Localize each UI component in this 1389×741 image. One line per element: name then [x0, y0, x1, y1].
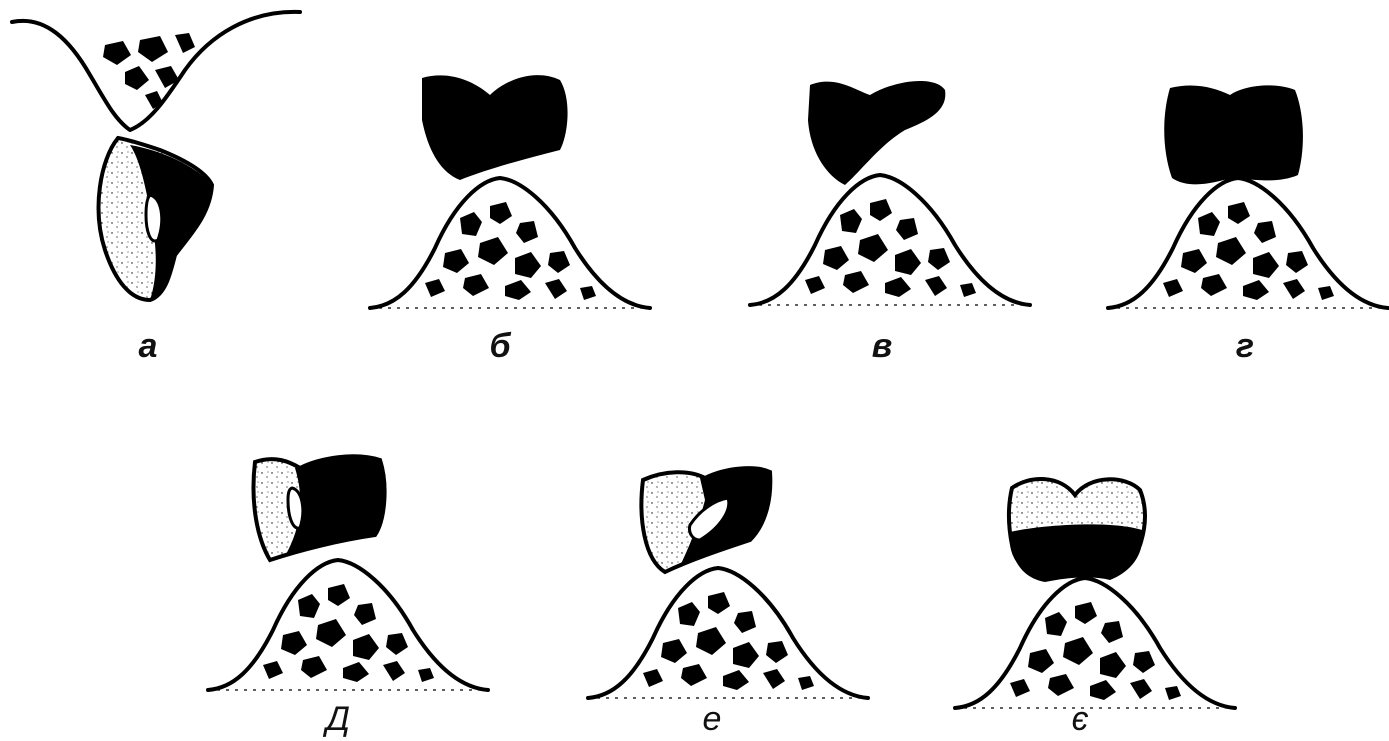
tooth-crown-g: [1164, 85, 1303, 184]
alveolar-ridge-ye: [955, 578, 1235, 708]
panel-v: в: [750, 81, 1030, 365]
label-e: е: [703, 700, 722, 738]
panel-ye: є: [955, 479, 1235, 738]
label-g: г: [1236, 327, 1254, 365]
tooth-crown-b: [422, 75, 568, 180]
panel-d: Д: [208, 456, 488, 738]
alveolar-ridge-g: [1108, 178, 1388, 308]
label-b: б: [489, 327, 511, 365]
label-ye: є: [1072, 700, 1089, 738]
panel-e: е: [588, 468, 868, 738]
panel-b: б: [370, 75, 650, 365]
label-d: Д: [322, 700, 350, 738]
panel-a: а: [12, 12, 300, 365]
alveolar-ridge-e: [588, 568, 868, 698]
label-v: в: [872, 327, 893, 365]
alveolar-ridge-v: [750, 175, 1030, 305]
tooth-crown-v: [808, 81, 945, 185]
alveolar-ridge-b: [370, 178, 650, 308]
panel-g: г: [1108, 85, 1388, 365]
alveolar-ridge-d: [208, 560, 488, 690]
label-a: а: [139, 327, 158, 365]
